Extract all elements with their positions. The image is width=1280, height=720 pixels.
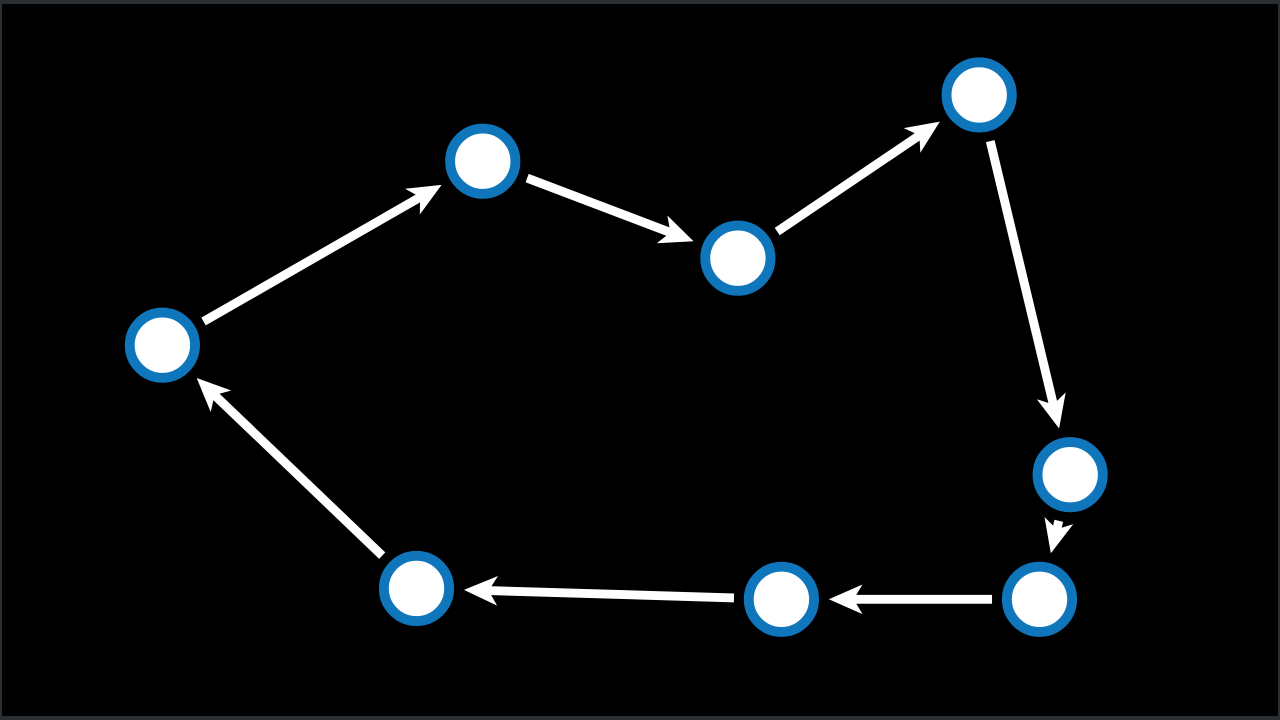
graph-node-top-right xyxy=(941,57,1017,133)
graph-node-top-left xyxy=(445,123,521,199)
graph-edge-node-top-middle-to-node-top-right xyxy=(774,121,940,236)
graph-edge-node-bottom-left-to-node-left xyxy=(196,377,386,559)
edge-arrowhead xyxy=(196,377,232,412)
edge-arrowhead xyxy=(1036,392,1066,429)
graph-edge-node-bottom-middle-to-node-bottom-left xyxy=(463,576,735,606)
edge-arrowhead xyxy=(656,215,694,244)
graph-node-right xyxy=(1032,437,1108,513)
graph-edge-node-left-to-node-top-left xyxy=(201,184,442,326)
edge-line xyxy=(774,129,926,236)
edge-line xyxy=(985,140,1059,410)
graph-edge-node-top-right-to-node-right xyxy=(985,140,1066,429)
edge-arrowhead xyxy=(828,584,863,615)
graph-node-bottom-right xyxy=(1001,561,1078,637)
edge-line xyxy=(484,586,735,603)
edge-line xyxy=(208,389,386,559)
graph-node-left xyxy=(124,307,200,383)
edge-arrowhead xyxy=(1044,517,1074,554)
graph-node-bottom-middle xyxy=(743,561,819,637)
edge-arrowhead xyxy=(463,576,499,606)
edge-arrowhead xyxy=(903,121,940,153)
graph-edge-node-right-to-node-bottom-right xyxy=(1044,517,1074,554)
graph-diagram xyxy=(124,57,1108,637)
graph-node-bottom-left xyxy=(378,550,455,627)
edge-arrowhead xyxy=(405,184,442,215)
edge-line xyxy=(525,173,676,239)
edge-line xyxy=(201,191,426,326)
graph-node-top-middle xyxy=(700,220,776,296)
graph-edge-node-bottom-right-to-node-bottom-middle xyxy=(828,584,993,615)
graph-edge-node-top-left-to-node-top-middle xyxy=(525,173,694,244)
